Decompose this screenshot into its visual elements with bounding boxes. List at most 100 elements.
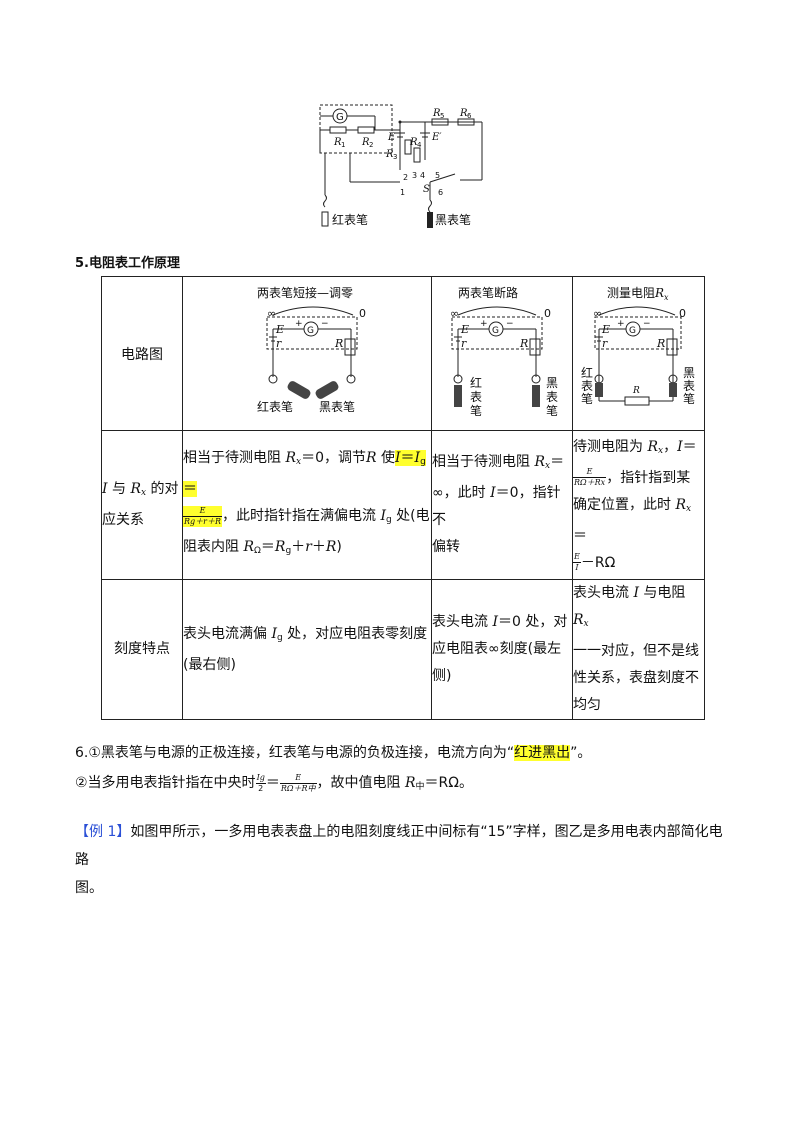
c2-l2-i: I	[490, 485, 496, 501]
c2-l1-r: R	[534, 454, 545, 470]
node-1: 1	[400, 188, 405, 197]
c3-l2-rest: ，指针指到某	[606, 469, 691, 486]
r3c2-a: 表头电流	[432, 614, 493, 630]
c3-l4-rest: －RΩ	[580, 554, 616, 571]
c3-frac2-num: E	[573, 552, 581, 563]
c3-l3-x: x	[686, 503, 692, 514]
diagram-open-cell: 两表笔断路 ∞ 0 E r G + − R 红 表 笔 黑 表 笔	[431, 276, 573, 431]
row1-label-cell: 电路图	[101, 276, 183, 431]
node-6: 6	[438, 188, 443, 197]
node-2: 2	[403, 173, 408, 182]
diag3-title-var: R	[654, 286, 664, 300]
multimeter-internal-circuit: G R 1 R 2 E R 3 R 4 R 5 R 6 E′ S 1 2 3 4…	[319, 104, 483, 228]
r3c1-a: 表头电流满偏	[183, 625, 272, 642]
c1-hl-i: I	[395, 450, 401, 466]
item6-highlight: 红进黑出	[514, 745, 571, 761]
item6-l2-e: ＝RΩ。	[424, 775, 473, 791]
c1-l3-plus: ＋	[291, 539, 306, 555]
diag1-zero: 0	[359, 307, 366, 320]
item6-frac1-num: Ig	[255, 772, 266, 784]
c1-l3-r: R	[243, 539, 254, 555]
r4-label: R	[409, 137, 418, 148]
r3-label: R	[385, 149, 394, 160]
black-pen-label: 黑表笔	[435, 212, 471, 227]
row3-label-cell: 刻度特点	[101, 579, 183, 720]
c3-frac-num: E	[573, 467, 607, 478]
r3c2-l2: 应电阻表∞刻度(最左	[432, 641, 562, 657]
r1-sub: 1	[341, 141, 345, 149]
item6-l2-a: ②当多用电表指针指在中央时	[75, 775, 256, 791]
diag2-red-1: 红	[470, 375, 482, 390]
c2-l2-a: ∞，此时	[432, 485, 491, 501]
c1-l3-rs: r	[305, 539, 312, 555]
c3-l3-r: R	[675, 496, 686, 513]
diag3-inf: ∞	[593, 307, 602, 320]
r3c3-l3: 性关系，表盘刻度不	[573, 670, 699, 686]
row2-open-cell: 相当于待测电阻 Rx＝ ∞，此时 I＝0，指针不 偏转	[431, 430, 573, 580]
short-circuit-diagram: 两表笔短接—调零 ∞ 0 E r G + − R 红表笔 黑表笔	[257, 285, 366, 414]
node-3: 3	[412, 171, 417, 180]
r3c3-a: 表头电流	[573, 585, 634, 601]
r3c3-x: x	[583, 619, 589, 629]
diag1-minus: −	[321, 319, 329, 329]
diag2-black-1: 黑	[546, 376, 558, 390]
c1-l3-g: g	[285, 546, 292, 556]
r3c1-d: 处，对应电阻表零刻度	[282, 625, 428, 642]
g-label: G	[336, 112, 344, 123]
c3-l3-eq: ＝	[573, 527, 587, 544]
diag3-plus: +	[617, 319, 625, 329]
diag3-e: E	[601, 323, 610, 336]
c1-hl-i2: I	[414, 450, 421, 466]
c1-hl-g: g	[420, 457, 426, 467]
row2-x: x	[140, 488, 147, 498]
c1-r: R	[285, 450, 296, 466]
diagram-measure-cell: 测量电阻 R x ∞ 0 E r G + − R 红 表 笔 黑 表 笔	[572, 276, 705, 431]
diagram-short-cell: 两表笔短接—调零 ∞ 0 E r G + − R 红表笔 黑表笔	[182, 276, 432, 431]
c1-l2-a: ，此时指针指在满偏电流	[222, 508, 381, 524]
diag1-black-pen: 黑表笔	[319, 399, 355, 414]
r1-label: R	[333, 137, 342, 148]
c3-l1-comma: ，	[663, 438, 678, 455]
c1-rr: R	[366, 450, 377, 466]
example-line2: 图。	[75, 880, 103, 896]
r3c3-c: 与电阻	[638, 585, 686, 601]
red-pen-label: 红表笔	[332, 212, 368, 227]
row3-short-cell: 表头电流满偏 Ig 处，对应电阻表零刻度 (最右侧)	[182, 579, 432, 720]
diag2-red-2: 表	[470, 390, 482, 404]
c3-l1-x: x	[658, 445, 664, 456]
diag2-minus: −	[506, 319, 514, 329]
r3c3-r: R	[573, 612, 584, 628]
item6-l1-a: 6.①黑表笔与电源的正极连接，红表笔与电源的负极连接，电流方向为“	[75, 745, 515, 761]
row2-label-cell: I 与 Rx 的对 应关系	[101, 430, 183, 580]
example-tag: 【例 1】	[75, 824, 131, 840]
c1-l2-d: 处(电	[391, 508, 430, 524]
diag3-minus: −	[643, 319, 651, 329]
c1-l3-r2: R	[274, 539, 286, 555]
r3c2-c: ＝0 处，对	[497, 614, 568, 630]
r2-label: R	[361, 137, 370, 148]
diag3-red-1: 红	[581, 365, 593, 380]
c1-l3-plus2: ＋	[311, 539, 326, 555]
r3c2-l3: 侧)	[432, 668, 452, 684]
c1-l3-omega: Ω	[254, 546, 261, 556]
diag3-black-1: 黑	[683, 366, 695, 380]
item6-line1: 6.①黑表笔与电源的正极连接，红表笔与电源的负极连接，电流方向为“红进黑出”。	[75, 742, 591, 762]
diag2-black-2: 表	[546, 390, 558, 404]
diag2-black-3: 笔	[546, 403, 558, 418]
c1-frac-den: Rg＋r＋R	[184, 516, 221, 526]
measure-diagram: 测量电阻 R x ∞ 0 E r G + − R 红 表 笔 黑 表 笔	[581, 286, 695, 406]
node-5: 5	[435, 171, 440, 180]
diag3-red-2: 表	[581, 379, 593, 393]
diag1-e: E	[275, 323, 284, 336]
c1-l3-eq: ＝	[260, 539, 275, 555]
diag2-rr: R	[519, 337, 528, 350]
diag1-red-pen: 红表笔	[257, 399, 293, 414]
row2-de: 的对	[146, 481, 179, 497]
c1-frac-num: E	[183, 506, 222, 517]
